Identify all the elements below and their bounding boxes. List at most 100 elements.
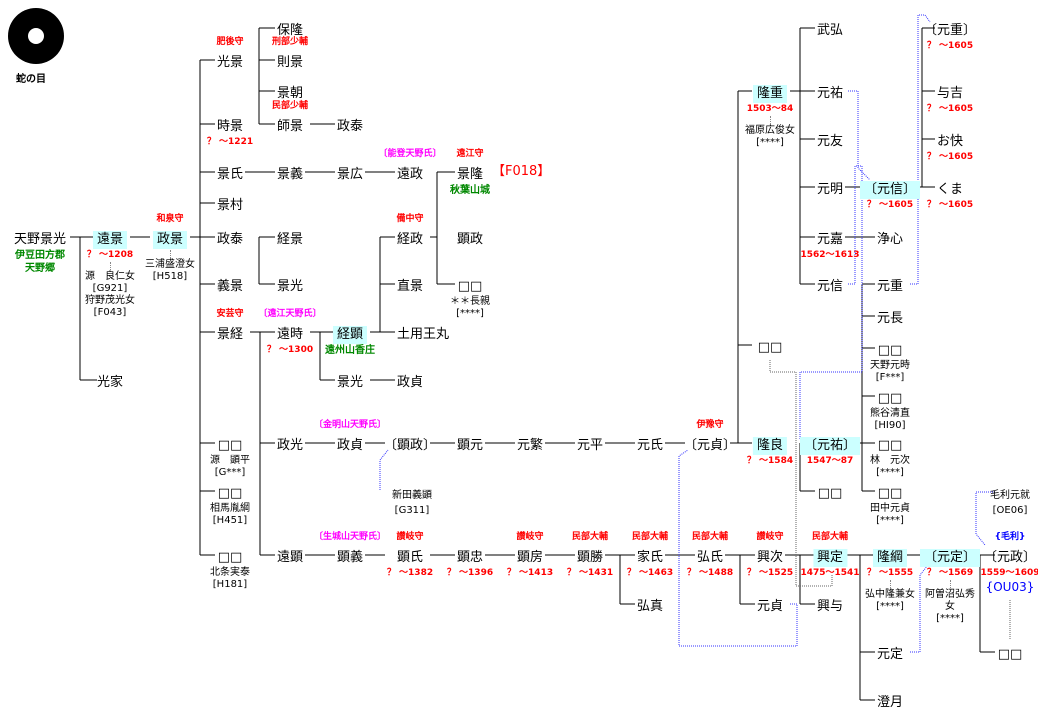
person-name: 澄月	[876, 695, 904, 710]
person-name: 保隆	[276, 23, 304, 38]
person-motouji: 元氏	[633, 434, 667, 455]
title-label: 刑部少輔	[271, 37, 308, 47]
person-masasada1: 政貞	[393, 371, 427, 392]
life-dates: ？ ～1208	[86, 250, 134, 260]
person-okitsugu: 興次 讃岐守 ？ ～1525	[746, 532, 794, 579]
life-dates: 1547～87	[806, 456, 854, 466]
person-name: 遠政	[396, 167, 424, 182]
person-motoshige2: 〔元重〕？ ～1605	[920, 19, 980, 52]
person-name: □□	[997, 647, 1023, 662]
person-d11: □□田中元貞[****]	[870, 482, 910, 527]
person-name: 元貞	[756, 599, 784, 614]
life-dates: ？ ～1584	[746, 456, 794, 466]
title-label: 民部少輔	[271, 101, 308, 111]
person-motoaki: 元明	[813, 178, 847, 199]
person-motosuke2: 〔元祐〕1547～87	[799, 434, 861, 467]
person-name: 景経	[216, 327, 244, 342]
person-kagemitsu2: 景光	[273, 275, 307, 296]
person-name: □□	[217, 486, 243, 501]
janome-crest-icon	[8, 8, 64, 64]
crest-label: 蛇の目	[16, 74, 46, 85]
spouse-note: [****]	[456, 308, 484, 319]
person-name: 土用王丸	[396, 327, 450, 342]
person-name: 経顕	[332, 326, 367, 344]
person-name: 政景	[152, 231, 187, 249]
person-name: 元友	[816, 134, 844, 149]
person-name: 元信	[816, 279, 844, 294]
person-name: 天野景光	[13, 232, 67, 247]
life-dates: 1559～1609	[980, 568, 1038, 578]
person-name: 〔元祐〕	[799, 437, 861, 455]
title-label: 民部大輔	[691, 532, 729, 542]
person-name: 元重	[876, 279, 904, 294]
person-name: □□	[457, 279, 483, 294]
life-dates: ？ ～1555	[866, 568, 914, 578]
person-name: 政貞	[396, 375, 424, 390]
spouse-note: [G311]	[394, 505, 430, 516]
spouse-note: 狩野茂光女	[85, 295, 135, 306]
title-label: 肥後守	[216, 37, 244, 47]
title-label: 讃岐守	[516, 532, 544, 542]
person-d9: □□熊谷清直[HI90]	[870, 387, 910, 432]
person-kagemitsu3: 景光	[333, 371, 367, 392]
life-dates: ？ ～1413	[506, 568, 554, 578]
person-akitada: 顕忠？ ～1396	[447, 546, 493, 579]
kinship-line	[769, 360, 833, 587]
life-dates: ？ ～1605	[926, 200, 974, 210]
person-akifusa: 顕房讃岐守？ ～1413	[506, 532, 554, 579]
person-name: 家氏	[636, 550, 663, 565]
marriage-connector	[889, 580, 891, 588]
spouse-note: 源 良仁女	[85, 271, 135, 282]
spouse-note: 福原広俊女	[745, 125, 795, 136]
person-name: 顕氏	[396, 550, 423, 565]
title-label: 讃岐守	[756, 532, 784, 542]
title-label: 和泉守	[156, 214, 184, 224]
spouse-note: [****]	[876, 515, 904, 526]
person-kagehiro: 景広	[333, 163, 367, 184]
person-name: 弘真	[636, 599, 664, 614]
life-dates: ？ ～1605	[866, 200, 914, 210]
life-dates: ？ ～1463	[626, 568, 674, 578]
person-name: 興次	[756, 550, 783, 565]
person-name: 景光	[276, 279, 304, 294]
life-dates: ？ ～1382	[386, 568, 434, 578]
person-d5: □□	[994, 643, 1027, 664]
person-d4: □□＊＊長親[****]	[450, 275, 490, 320]
spouse-note: 北条実泰	[210, 567, 250, 578]
person-name: 元明	[816, 182, 844, 197]
person-akikatsu: 顕勝民部大輔？ ～1431	[567, 532, 613, 579]
person-tsunekage: 経景	[273, 228, 307, 249]
spouse-note: [****]	[876, 467, 904, 478]
person-naokage: 直景	[393, 275, 427, 296]
person-name: 〔元政〕	[983, 550, 1037, 565]
title-label: 讃岐守	[396, 532, 424, 542]
person-masamitsu: 政光	[273, 434, 307, 455]
person-name: 新田義顕	[392, 490, 432, 501]
place-label: 遠州山香庄	[325, 345, 375, 356]
person-name: 遠景	[92, 231, 127, 249]
person-name: 則景	[276, 55, 304, 70]
spouse-note: [OE06]	[992, 505, 1028, 516]
person-tsunemasa: 経政備中守	[393, 214, 427, 249]
person-masayasu1: 政泰	[213, 228, 247, 249]
person-d7: □□	[814, 482, 847, 503]
title-label: 備中守	[396, 214, 424, 224]
person-motomasa: 〔元政〕{毛利}1559～1609{OU03}	[980, 532, 1038, 595]
person-name: 政泰	[336, 119, 364, 134]
person-tomasa: 遠政〔能登天野氏〕	[378, 149, 441, 184]
life-dates: ？ ～1525	[746, 568, 794, 578]
life-dates: 1562～1613	[800, 250, 860, 260]
spouse-note: 田中元貞	[870, 503, 910, 514]
life-dates: ？ ～1221	[206, 137, 254, 147]
person-name: 直景	[396, 279, 424, 294]
place-label: 秋葉山城	[450, 185, 490, 196]
adoption-line	[678, 449, 798, 647]
person-masakage: 政景和泉守三浦盛澄女[H518]	[145, 214, 195, 283]
person-name: 経景	[276, 232, 304, 247]
life-dates: ？ ～1605	[926, 41, 974, 51]
